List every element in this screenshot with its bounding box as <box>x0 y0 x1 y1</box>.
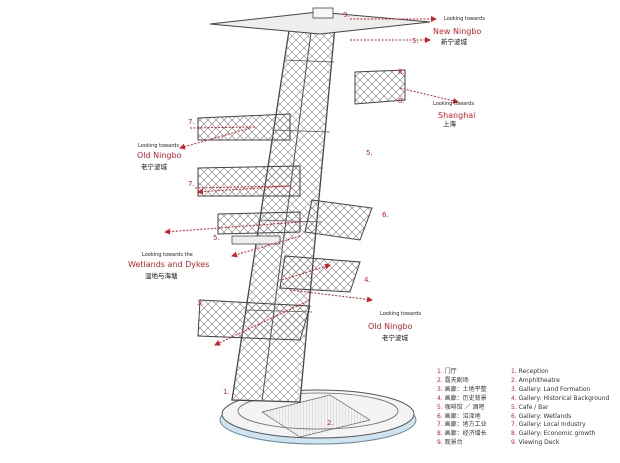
legend-text: 画廊：地方工业 <box>444 421 487 429</box>
legend-text: 露天剧场 <box>444 376 469 384</box>
legend-text: Reception <box>518 368 549 375</box>
legend-zh-item-5: 5. 咖啡馆 ／ 酒吧 <box>437 404 487 413</box>
legend-text: Gallery: Wetlands <box>518 412 572 420</box>
view-caption: Looking towards the <box>142 252 193 258</box>
marker-5: 5. <box>412 37 419 45</box>
legend-number: 5. <box>437 403 443 411</box>
marker-7: 7. <box>188 180 195 188</box>
legend-text: 画廊：土地平整 <box>444 385 487 393</box>
view-name-zh: 老宁波城 <box>382 334 408 342</box>
marker-4: 4. <box>364 276 371 284</box>
legend-zh-item-1: 1. 门厅 <box>437 368 487 377</box>
view-name: Old Ningbo <box>137 151 182 160</box>
legend-en-item-2: 2. Amphitheatre <box>511 377 609 386</box>
view-name-zh: 湿地与海塘 <box>145 272 178 280</box>
legend-number: 3. <box>437 385 443 393</box>
legend-text: 咖啡馆 ／ 酒吧 <box>444 403 485 411</box>
marker-6: 6. <box>382 211 389 219</box>
legend-number: 2. <box>511 376 517 384</box>
legend-zh-item-7: 7. 画廊：地方工业 <box>437 421 487 430</box>
legend-number: 4. <box>511 394 517 402</box>
legend-text: Gallery: Economic growth <box>518 430 596 438</box>
legend-text: Gallery: Historical Background <box>518 394 610 402</box>
view-name-zh: 新宁波城 <box>441 38 467 46</box>
legend-text: Gallery: Land Formation <box>518 385 591 393</box>
base-platform <box>219 389 417 445</box>
marker-8: 8. <box>398 68 405 76</box>
legend-zh-item-4: 4. 画廊：历史背景 <box>437 395 487 404</box>
marker-5: 5. <box>213 234 220 242</box>
legend-en-item-7: 7. Gallery: Local Industry <box>511 421 609 430</box>
legend-text: 画廊：沼泽地 <box>444 412 481 420</box>
legend-zh-item-3: 3. 画廊：土地平整 <box>437 386 487 395</box>
view-caption: Looking towards <box>380 311 421 317</box>
legend-text: 画廊：历史背景 <box>444 394 487 402</box>
marker-7: 7. <box>188 118 195 126</box>
marker-2: 2. <box>327 419 334 427</box>
view-name-zh: 老宁波城 <box>141 163 167 171</box>
legend-number: 9. <box>511 439 517 447</box>
legend-number: 6. <box>511 412 517 420</box>
marker-8: 8. <box>398 97 405 105</box>
legend-en-item-9: 9. Viewing Deck <box>511 439 609 448</box>
view-name-zh: 上海 <box>443 120 456 128</box>
legend-zh-item-9: 9. 观景台 <box>437 439 487 448</box>
legend-zh-item-8: 8. 画廊：经济增长 <box>437 430 487 439</box>
legend-text: Amphitheatre <box>518 376 560 384</box>
legend-en-item-1: 1. Reception <box>511 368 609 377</box>
legend-number: 2. <box>437 376 443 384</box>
view-caption: Looking towards <box>433 101 474 107</box>
marker-5: 5. <box>366 149 373 157</box>
legend-zh-item-2: 2. 露天剧场 <box>437 377 487 386</box>
legend-text: 门厅 <box>444 368 457 375</box>
legend-en-item-3: 3. Gallery: Land Formation <box>511 386 609 395</box>
legend-en-item-5: 5. Cafe / Bar <box>511 404 609 413</box>
legend-number: 1. <box>511 368 517 375</box>
legend-number: 4. <box>437 394 443 402</box>
marker-3: 3. <box>197 299 204 307</box>
legend-text: Gallery: Local Industry <box>518 421 586 429</box>
legend-text: 画廊：经济增长 <box>444 430 487 438</box>
legend-number: 6. <box>437 412 443 420</box>
view-name: Old Ningbo <box>368 322 413 331</box>
view-name: Wetlands and Dykes <box>128 260 210 269</box>
legend-number: 9. <box>437 439 443 447</box>
view-name: Shanghai <box>438 111 476 120</box>
marker-9: 9. <box>343 11 350 19</box>
view-caption: Looking towards <box>444 16 485 22</box>
legend-number: 7. <box>511 421 517 429</box>
marker-1: 1. <box>223 388 230 396</box>
legend-number: 3. <box>511 385 517 393</box>
legend-text: 观景台 <box>444 439 463 447</box>
legend-en-item-6: 6. Gallery: Wetlands <box>511 413 609 422</box>
view-caption: Looking towards <box>138 143 179 149</box>
legend-number: 8. <box>511 430 517 438</box>
legend-number: 8. <box>437 430 443 438</box>
legend-text: Cafe / Bar <box>518 403 549 411</box>
legend-number: 7. <box>437 421 443 429</box>
view-name: New Ningbo <box>433 27 482 36</box>
view-arrows <box>164 16 459 346</box>
legend-number: 1. <box>437 368 443 375</box>
legend-text: Viewing Deck <box>518 439 560 447</box>
legend-number: 5. <box>511 403 517 411</box>
viewing-deck <box>209 7 431 35</box>
legend-zh-item-6: 6. 画廊：沼泽地 <box>437 413 487 422</box>
legend-en-item-8: 8. Gallery: Economic growth <box>511 430 609 439</box>
legend-en-item-4: 4. Gallery: Historical Background <box>511 395 609 404</box>
